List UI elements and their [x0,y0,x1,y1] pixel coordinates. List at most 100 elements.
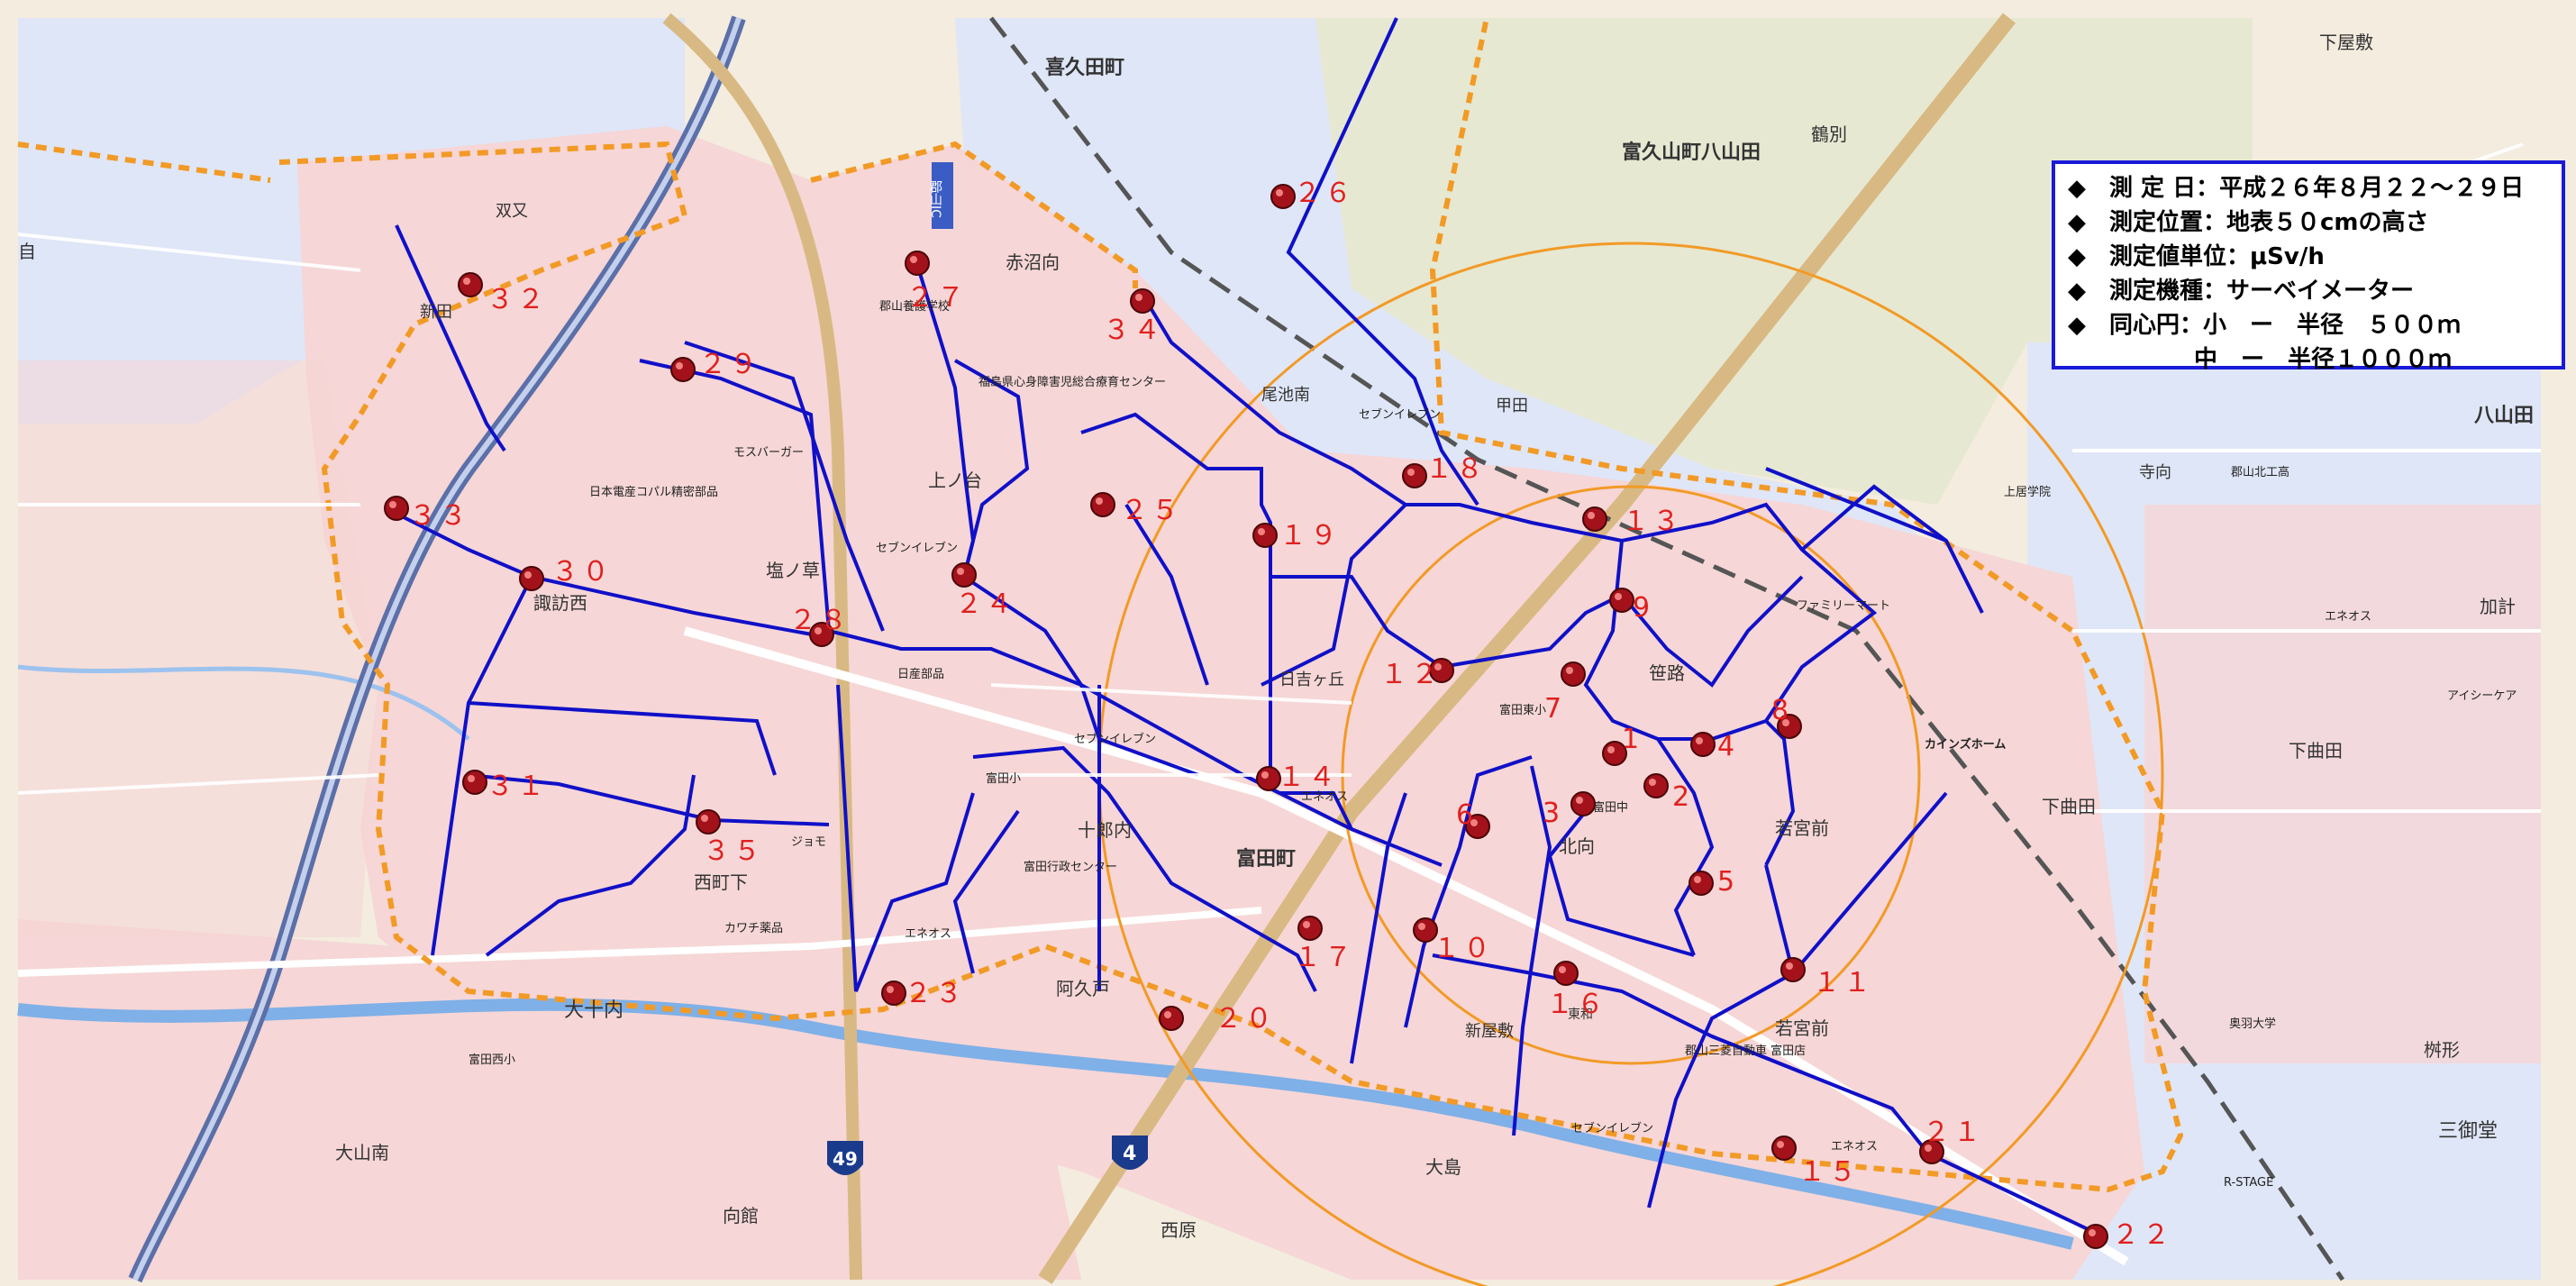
marker-highlight [1925,1145,1932,1152]
poi-eneos3: エネオス [1831,1140,1878,1154]
measurement-label: ３５ [703,835,764,867]
measurement-label: １５ [1798,1156,1860,1188]
measurement-marker [519,566,544,591]
marker-highlight [1303,921,1310,928]
place-nishimachi: 西町下 [694,871,748,893]
place-sanmido: 三御堂 [2438,1120,2498,1143]
measurement-label: ２２ [2112,1219,2173,1251]
measurement-point-1: 1 [1602,724,1639,766]
place-jurouuchi: 十郎内 [1078,819,1132,841]
measurement-label: １１ [1813,967,1874,999]
measurement-marker [1252,523,1278,548]
legend-circle-small-value: 小 ー 半径 ５００ｍ [2203,312,2462,339]
poi-tomitachu: 富田中 [1593,800,1628,815]
measurement-label: ２８ [789,605,851,636]
poi-famima: ファミリーマート [1797,599,1890,613]
poi-seven1: セブンイレブン [1359,407,1441,422]
measurement-label: ３４ [1103,315,1164,346]
measurement-point-33: ３３ [384,496,467,532]
measurement-label: 9 [1633,592,1653,624]
poi-seven3: セブンイレブン [1074,732,1156,746]
legend-circle-label: 同心円： [2109,312,2204,339]
place-kamino: 上ノ台 [928,470,982,491]
measurement-point-12: １２ [1380,658,1454,690]
measurement-label: ２１ [1923,1117,1984,1148]
measurement-label: １７ [1294,942,1355,973]
legend-bullet: ◆ [2068,209,2086,236]
measurement-label: 3 [1543,798,1563,829]
poi-kainz: カインズホーム [1925,737,2006,752]
place-futamata: 双又 [496,202,528,221]
measurement-marker [1780,957,1806,982]
measurement-label: 7 [1544,693,1565,725]
measurement-label: １０ [1433,933,1494,964]
poi-mosburger: モスバーガー [733,446,804,460]
marker-highlight [1164,1011,1171,1018]
measurement-point-35: ３５ [696,809,764,867]
poi-eneos4: エネオス [2325,610,2371,624]
marker-highlight [1588,512,1595,519]
poi-kamiishi: 上居学院 [2004,485,2051,499]
place-tomikuyama: 富久山町八山田 [1622,141,1761,164]
legend-instrument-label: 測定機種： [2109,278,2227,305]
measurement-label: １６ [1546,989,1607,1020]
marker-highlight [1694,876,1701,883]
measurement-marker [2083,1224,2108,1249]
zone-pink-west [18,360,378,937]
marker-highlight [815,627,822,634]
legend-unit-value: μSv/h [2250,243,2325,270]
poi-eneos2: エネオス [905,927,951,941]
place-yayamada: 八山田 [2474,405,2534,427]
stream [17,664,470,741]
measurement-marker [1609,588,1634,613]
place-otouchi: 大十内 [564,999,624,1022]
measurement-point-14: １４ [1256,762,1335,793]
place-ajido: 阿久戸 [1056,978,1110,999]
measurement-marker [1402,463,1427,488]
measurement-marker [458,272,483,297]
measurement-marker [881,980,906,1006]
measurement-point-30: ３０ [519,556,613,591]
marker-highlight [1607,746,1615,753]
measurement-point-3: 3 [1543,791,1596,829]
measurement-point-18: １８ [1402,453,1483,488]
marker-highlight [1135,294,1142,301]
place-onuma: 尾池南 [1261,386,1310,405]
place-tomitamachi: 富田町 [1236,847,1296,871]
measurement-point-24: ２４ [951,562,1013,620]
measurement-point-26: ２６ [1270,178,1352,209]
poi-school: 郡山養護学校 [879,299,950,314]
legend-position-label: 測定位置： [2109,209,2227,236]
place-masuda: 加計 [2480,596,2516,617]
measurement-label: 5 [1717,866,1738,898]
measurement-point-34: ３４ [1103,288,1164,346]
marker-highlight [1777,1141,1784,1148]
poi-rstage: R-STAGE [2224,1176,2273,1190]
legend-date-value: 平成２６年８月２２～２９日 [2219,175,2525,202]
measurement-point-20: ２０ [1159,1003,1272,1035]
measurement-marker [1582,506,1607,532]
marker-highlight [957,568,964,575]
legend-position-value: 地表５０cmの高さ [2226,209,2429,236]
measurement-marker [1159,1006,1184,1031]
measurement-label: ３０ [551,556,613,588]
poi-aishin: アイシーケア [2447,689,2517,703]
measurement-label: ３２ [487,284,548,315]
measurement-point-16: １６ [1546,961,1607,1020]
measurement-point-11: １１ [1780,957,1874,999]
measurement-marker [951,562,977,588]
road-route-49 [662,13,862,1281]
measurement-label: ２３ [905,978,966,1009]
legend-date-label: 測 定 日： [2109,175,2220,202]
measurement-marker [1561,661,1586,687]
poi-seven4: セブンイレブン [1571,1121,1653,1136]
place-hiyoshi: 日吉ヶ丘 [1279,670,1344,689]
measurement-point-8: 8 [1771,695,1802,739]
poi-center: 富田行政センター [1024,860,1117,874]
marker-highlight [887,986,894,993]
measurement-marker [696,809,721,835]
measurement-point-28: ２８ [789,605,851,647]
measurement-point-23: ２３ [881,978,966,1009]
legend-instrument-value: サーベイメーター [2226,278,2415,305]
